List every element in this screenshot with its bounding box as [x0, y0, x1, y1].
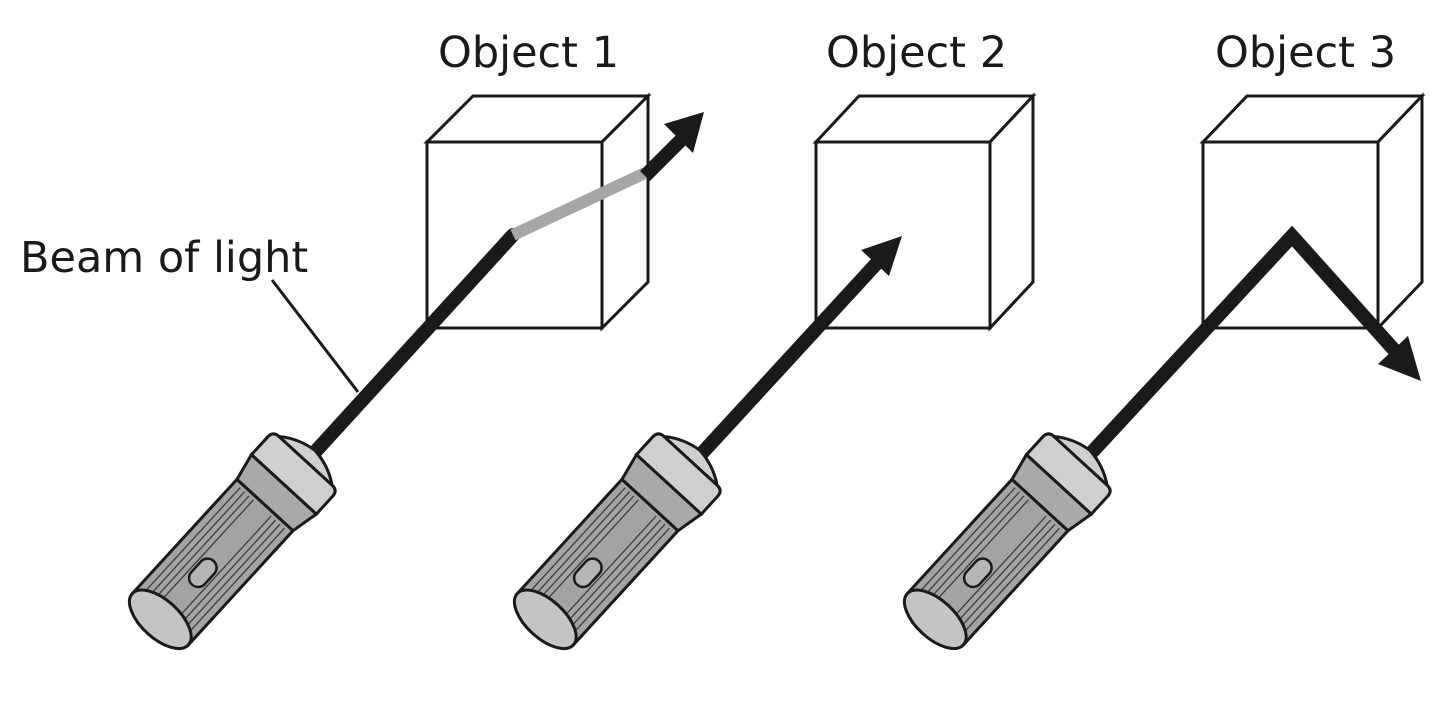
flashlight-1 — [113, 419, 349, 665]
beam-reflected-3 — [1075, 225, 1403, 470]
arrowhead-3 — [1378, 336, 1421, 381]
beam-transmitted-1 — [510, 167, 648, 241]
beam-exit-1 — [640, 130, 691, 181]
flashlight-2 — [498, 419, 734, 665]
object-1-label: Object 1 — [438, 28, 619, 78]
flashlight-3 — [888, 419, 1124, 665]
panel-object-2: Object 2 — [498, 28, 1037, 665]
panel-object-1: Beam of light Object 1 — [20, 28, 704, 665]
arrowhead-2 — [861, 236, 902, 276]
object-3-label: Object 3 — [1215, 28, 1396, 78]
panel-object-3: Object 3 — [888, 28, 1426, 665]
object-2-label: Object 2 — [826, 28, 1007, 78]
beam-incoming-1 — [298, 228, 520, 470]
beam-label-leader — [270, 279, 360, 393]
beam-incoming-2 — [686, 257, 883, 470]
arrowhead-1 — [664, 112, 704, 153]
cube-object-2 — [812, 92, 1037, 332]
beam-label: Beam of light — [20, 233, 308, 283]
